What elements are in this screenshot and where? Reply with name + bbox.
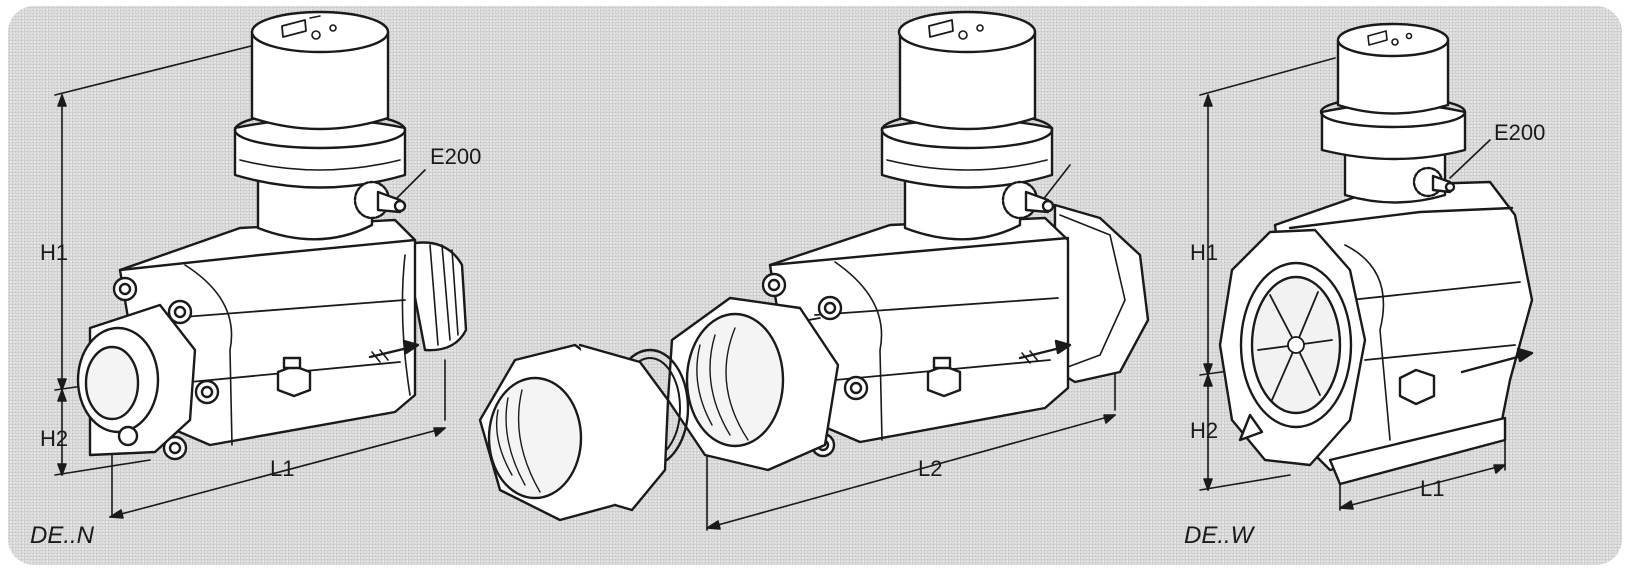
model-label-de-n: DE..N xyxy=(30,522,95,549)
display-icon xyxy=(1367,30,1413,46)
dimension-h1-right: H1 xyxy=(1190,240,1219,265)
e200-connector-middle xyxy=(1001,180,1055,220)
outlet-thread xyxy=(403,241,468,352)
dimension-l1-right: L1 xyxy=(1420,476,1445,501)
meter-body xyxy=(112,218,420,461)
model-label-de-w: DE..W xyxy=(1184,522,1254,549)
e200-connector xyxy=(353,180,407,220)
connector-label-left: E200 xyxy=(430,144,482,169)
meter-body-middle xyxy=(761,216,1072,458)
flow-arrow-icon xyxy=(1460,347,1534,374)
flow-arrow-icon xyxy=(368,339,420,363)
inlet-flange xyxy=(76,303,197,457)
wafer-front-face xyxy=(1218,228,1367,467)
connector-label-right: E200 xyxy=(1494,120,1546,145)
dimension-h2-right: H2 xyxy=(1190,418,1219,443)
display-icon xyxy=(281,15,337,40)
dimension-l1-left: L1 xyxy=(270,456,295,481)
loose-fitting xyxy=(478,343,670,522)
display-icon xyxy=(928,19,984,40)
device-with-fittings xyxy=(478,10,1150,531)
dimension-h1-left: H1 xyxy=(40,240,69,265)
register-head xyxy=(233,10,407,241)
register-head-right xyxy=(1319,22,1467,204)
register-head-middle xyxy=(880,10,1055,241)
union-nut-left xyxy=(666,296,840,472)
dimension-l2-middle: L2 xyxy=(918,456,943,481)
dimension-lines-right xyxy=(1199,57,1506,511)
flow-arrow-icon xyxy=(1018,339,1072,364)
device-de-w xyxy=(1199,22,1534,511)
device-de-n xyxy=(54,10,468,519)
e200-connector-right xyxy=(1412,166,1456,198)
turbine-icon xyxy=(1257,291,1333,401)
dimension-h2-left: H2 xyxy=(40,426,69,451)
